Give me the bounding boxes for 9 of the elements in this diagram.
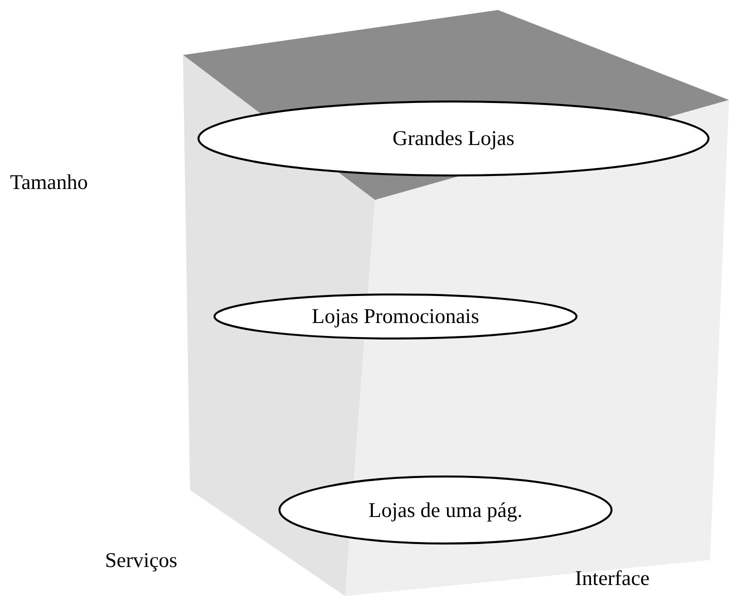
ellipse-node bbox=[197, 100, 710, 177]
axis-label: Interface bbox=[575, 566, 650, 591]
axis-label: Tamanho bbox=[10, 170, 88, 195]
axis-label: Serviços bbox=[105, 548, 178, 573]
node-label: Lojas Promocionais bbox=[312, 304, 480, 329]
ellipse-node bbox=[213, 293, 578, 340]
ellipse-node bbox=[278, 475, 613, 545]
node-label: Lojas de uma pág. bbox=[368, 498, 522, 522]
node-label: Grandes Lojas bbox=[392, 126, 514, 151]
